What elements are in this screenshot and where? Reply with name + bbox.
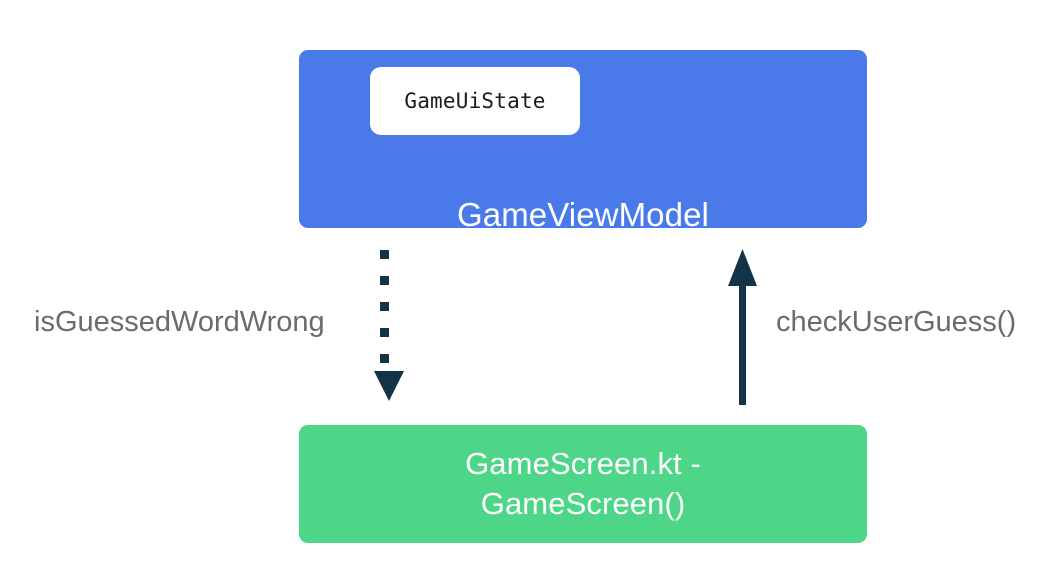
edge-label-check-user-guess: checkUserGuess() [776, 306, 1017, 338]
edge-is-guessed-word-wrong-arrow [374, 250, 404, 401]
node-game-screen-label: GameScreen.kt - GameScreen() [465, 446, 701, 521]
edge-check-user-guess-arrow [728, 249, 757, 405]
node-game-screen[interactable]: GameScreen.kt - GameScreen() [299, 425, 867, 543]
edge-label-is-guessed-word-wrong: isGuessedWordWrong [34, 306, 325, 338]
node-game-view-model-label: GameViewModel [457, 196, 709, 233]
chip-game-ui-state[interactable]: GameUiState [370, 67, 580, 135]
chip-game-ui-state-label: GameUiState [404, 89, 546, 113]
